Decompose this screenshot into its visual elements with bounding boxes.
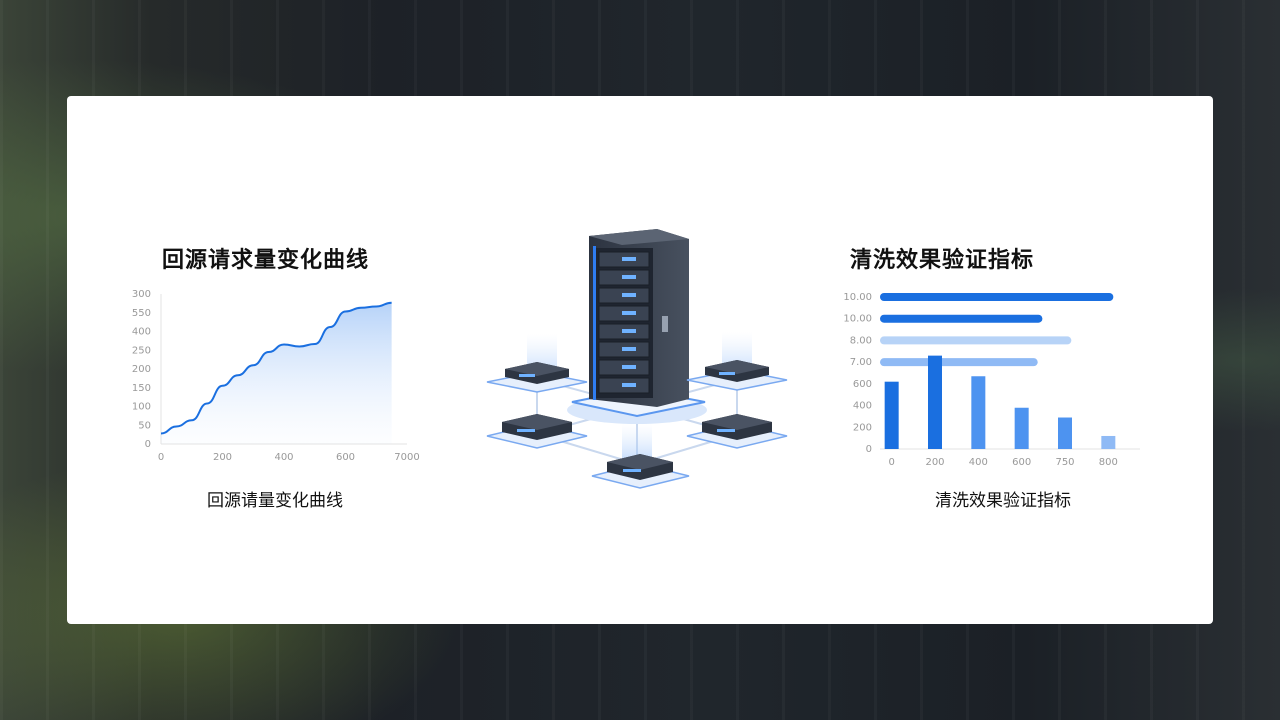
left-panel-title: 回源请求量变化曲线 bbox=[162, 248, 370, 273]
y-tick-label: 50 bbox=[138, 420, 151, 431]
horizontal-bar bbox=[880, 293, 1114, 301]
vertical-bar bbox=[1101, 435, 1116, 449]
x-tick-label: 400 bbox=[274, 452, 293, 463]
y-tick-label: 250 bbox=[132, 345, 151, 356]
horizontal-bar bbox=[880, 358, 1038, 367]
cleaning-metrics-bar-chart: 0 200 400 600 7.00 8.00 10.00 10.00 0 200 400 600 75… bbox=[843, 292, 1140, 468]
y-tick-label: 150 bbox=[132, 383, 151, 394]
vertical-bar bbox=[1014, 407, 1029, 449]
y-tick-label: 300 bbox=[132, 289, 151, 300]
x-tick-label: 600 bbox=[1012, 457, 1031, 468]
y-tick-label: 200 bbox=[853, 422, 872, 433]
x-tick-label: 200 bbox=[925, 457, 944, 468]
x-tick-label: 0 bbox=[888, 457, 894, 468]
server-network-illustration bbox=[486, 229, 788, 489]
y-tick-label: 100 bbox=[132, 402, 151, 413]
right-panel-title: 清洗效果验证指标 bbox=[850, 248, 1035, 273]
y-tick-label: 0 bbox=[866, 444, 872, 455]
y-tick-label: 10.00 bbox=[843, 292, 872, 303]
y-tick-label: 600 bbox=[853, 379, 872, 390]
x-tick-label: 600 bbox=[336, 452, 355, 463]
right-chart-caption: 清洗效果验证指标 bbox=[935, 491, 1071, 511]
request-volume-area-chart: 0 50 100 150 200 250 400 550 300 0 200 400 600 7000 bbox=[132, 289, 420, 463]
horizontal-bar bbox=[880, 314, 1043, 323]
vertical-bar bbox=[928, 355, 942, 449]
x-tick-label: 7000 bbox=[394, 452, 419, 463]
content-card: 回源请求量变化曲线 清洗效果验证指标 0 50 100 150 200 250 400 550… bbox=[67, 96, 1213, 624]
area-fill bbox=[161, 302, 392, 444]
y-tick-label: 8.00 bbox=[850, 335, 872, 346]
vertical-bar bbox=[1058, 417, 1072, 449]
x-tick-label: 0 bbox=[158, 452, 164, 463]
x-tick-label: 200 bbox=[213, 452, 232, 463]
y-tick-label: 200 bbox=[132, 364, 151, 375]
y-tick-label: 400 bbox=[132, 327, 151, 338]
x-tick-label: 750 bbox=[1055, 457, 1074, 468]
y-tick-label: 0 bbox=[145, 439, 151, 450]
y-tick-label: 7.00 bbox=[850, 357, 872, 368]
y-tick-label: 550 bbox=[132, 308, 151, 319]
series-line bbox=[160, 301, 392, 435]
vertical-bar bbox=[884, 381, 899, 449]
left-chart-caption: 回源请量变化曲线 bbox=[207, 491, 343, 511]
vertical-bar bbox=[971, 376, 986, 449]
y-tick-label: 400 bbox=[853, 401, 872, 412]
horizontal-bar bbox=[880, 336, 1072, 345]
x-tick-label: 400 bbox=[969, 457, 988, 468]
y-tick-label: 10.00 bbox=[843, 314, 872, 325]
x-tick-label: 800 bbox=[1099, 457, 1118, 468]
